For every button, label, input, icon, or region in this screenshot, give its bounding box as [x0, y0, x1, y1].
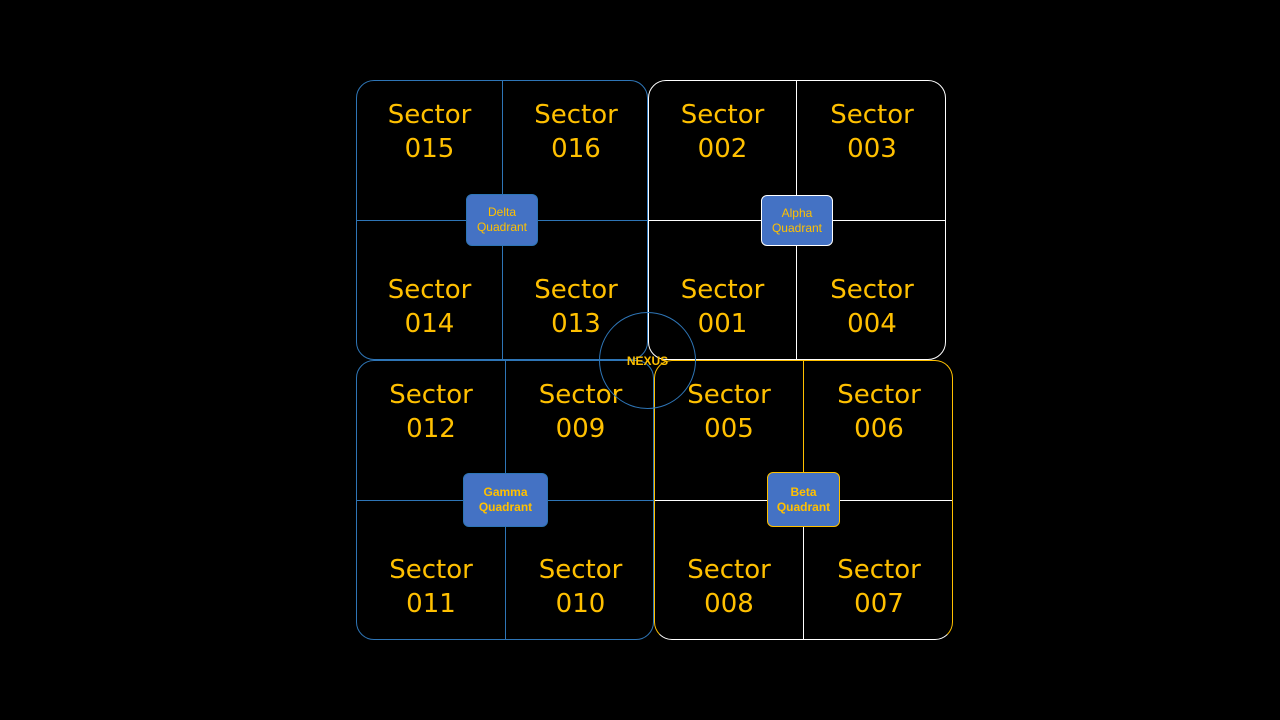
sector-label: Sector	[387, 100, 472, 130]
sector-number: 006	[854, 414, 904, 444]
nexus-hub[interactable]: NEXUS	[599, 312, 696, 409]
sector-012[interactable]: Sector 012	[357, 361, 506, 501]
sector-label: Sector	[389, 555, 473, 585]
sector-label: Sector	[837, 380, 921, 410]
sector-number: 005	[704, 414, 754, 444]
alpha-quadrant: Sector 002 Sector 003 Sector 001 Sector …	[648, 80, 946, 360]
badge-line: Quadrant	[776, 499, 831, 514]
delta-quadrant: Sector 015 Sector 016 Sector 014 Sector …	[356, 80, 648, 360]
badge-line: Quadrant	[771, 220, 823, 235]
sector-label: Sector	[837, 555, 921, 585]
sector-label: Sector	[387, 275, 472, 305]
sector-014[interactable]: Sector 014	[357, 221, 503, 359]
gamma-quadrant: Sector 012 Sector 009 Sector 011 Sector …	[356, 360, 654, 640]
sector-label: Sector	[680, 100, 765, 130]
badge-line: Gamma	[483, 485, 528, 499]
sector-number: 010	[555, 589, 606, 619]
gamma-quadrant-badge[interactable]: Gamma Quadrant	[463, 473, 548, 527]
sector-label: Sector	[687, 555, 771, 585]
badge-line: Quadrant	[476, 220, 528, 234]
badge-line: Beta	[790, 484, 817, 499]
sector-number: 012	[406, 414, 456, 444]
delta-quadrant-badge[interactable]: Delta Quadrant	[466, 194, 538, 246]
sector-label: Sector	[389, 380, 473, 410]
sector-number: 007	[854, 589, 904, 619]
alpha-quadrant-badge[interactable]: Alpha Quadrant	[761, 195, 833, 246]
sector-016[interactable]: Sector 016	[503, 81, 647, 221]
sector-004[interactable]: Sector 004	[797, 221, 945, 359]
sector-number: 008	[704, 589, 754, 619]
sector-label: Sector	[830, 100, 914, 130]
sector-number: 009	[555, 414, 606, 444]
sector-001[interactable]: Sector 001	[649, 221, 797, 359]
sector-number: 001	[697, 309, 748, 339]
sector-015[interactable]: Sector 015	[357, 81, 503, 221]
sector-number: 003	[847, 134, 897, 164]
beta-quadrant: Sector 005 Sector 006 Sector 008 Sector …	[654, 360, 953, 640]
sector-label: Sector	[680, 275, 765, 305]
badge-line: Quadrant	[478, 500, 533, 514]
sector-label: Sector	[687, 380, 771, 410]
sector-003[interactable]: Sector 003	[797, 81, 945, 221]
sector-010[interactable]: Sector 010	[506, 501, 653, 639]
sector-013[interactable]: Sector 013	[503, 221, 647, 359]
nexus-label: NEXUS	[626, 353, 669, 368]
sector-005[interactable]: Sector 005	[655, 361, 804, 501]
badge-line: Alpha	[781, 205, 813, 220]
sector-number: 015	[404, 134, 455, 164]
badge-line: Delta	[487, 205, 516, 219]
sector-007[interactable]: Sector 007	[804, 501, 952, 639]
sector-002[interactable]: Sector 002	[649, 81, 797, 221]
beta-quadrant-badge[interactable]: Beta Quadrant	[767, 472, 840, 527]
sector-006[interactable]: Sector 006	[804, 361, 952, 501]
sector-number: 013	[551, 309, 601, 339]
sector-008[interactable]: Sector 008	[655, 501, 804, 639]
sector-label: Sector	[534, 275, 618, 305]
sector-label: Sector	[534, 100, 618, 130]
sector-label: Sector	[538, 555, 623, 585]
sector-number: 002	[697, 134, 748, 164]
sector-number: 004	[847, 309, 897, 339]
sector-number: 011	[406, 589, 456, 619]
sector-label: Sector	[830, 275, 914, 305]
sector-011[interactable]: Sector 011	[357, 501, 506, 639]
sector-number: 016	[551, 134, 601, 164]
sector-number: 014	[404, 309, 455, 339]
